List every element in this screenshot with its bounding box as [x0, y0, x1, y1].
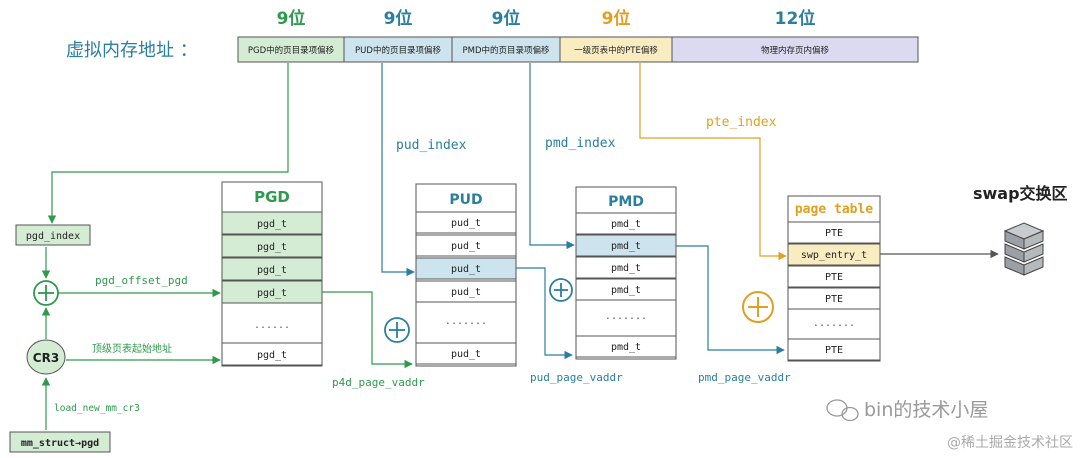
pud-row-0-text: pud_t	[451, 218, 481, 229]
pt-row-0	[787, 221, 881, 244]
pgd-row-1	[221, 234, 323, 258]
pud-row-0	[415, 211, 517, 234]
pt-row-4-text: .......	[813, 318, 855, 329]
mm-struct-label: mm_struct→pgd	[21, 438, 99, 449]
pud-row-5-text: pud_t	[451, 349, 481, 360]
pt-row-2	[787, 265, 881, 288]
pmd-row-5-text: pmd_t	[611, 342, 641, 353]
pgd-row-1-text: pgd_t	[257, 242, 287, 253]
pud-row-4-text: .......	[445, 316, 487, 327]
load-new-mm-cr3-label: load_new_mm_cr3	[54, 403, 140, 414]
cr3-label: CR3	[33, 351, 59, 365]
pgd-row-0-text: pgd_t	[257, 219, 287, 230]
watermark-top: bin的技术小屋	[864, 399, 988, 421]
pt-row-5-text: PTE	[825, 345, 843, 356]
pmd-row-4-text: .......	[605, 311, 647, 322]
arrow-pte-index	[639, 63, 787, 261]
pud-row-1	[415, 234, 517, 257]
pgd-title: PGD	[254, 188, 290, 206]
va-field-pgd-text: PGD中的页目录项偏移	[248, 45, 335, 56]
pt-row-1-text: swp_entry_t	[801, 250, 867, 261]
pmd-row-3-text: pmd_t	[611, 285, 641, 296]
pgd-index-box	[15, 224, 91, 246]
cr3-desc-label: 顶级页表起始地址	[92, 342, 172, 355]
pgd-row-0	[221, 211, 323, 235]
pte-index-label: pte_index	[706, 115, 777, 130]
va-field-pte-bits: 9位	[602, 8, 631, 29]
plus-operator-pte	[742, 291, 774, 323]
plus-operator-pud	[384, 317, 410, 343]
va-field-offset-bits: 12位	[775, 8, 816, 29]
pud-page-vaddr-label: pud_page_vaddr	[530, 371, 623, 384]
plus-operator-pmd	[549, 278, 573, 302]
page-table-title: page table	[795, 202, 873, 217]
va-field-offset-text: 物理内存页内偏移	[761, 45, 830, 56]
va-field-pmd	[451, 36, 561, 63]
swap-label: swap交换区	[973, 184, 1068, 203]
va-field-pte-text: 一级页表中的PTE偏移	[574, 45, 658, 56]
va-field-pmd-text: PMD中的页目录项偏移	[462, 45, 550, 56]
pmd-row-0	[575, 212, 677, 235]
server-stack-icon	[1003, 222, 1045, 276]
pgd-offset-pgd-label: pgd_offset_pgd	[95, 274, 188, 287]
arrow-pgd-to-pud-base	[322, 291, 413, 369]
pgd-row-5	[221, 342, 323, 366]
arrow-va-to-pgd-index	[47, 63, 289, 224]
pt-row-3	[787, 287, 881, 310]
va-field-pud	[343, 36, 453, 63]
va-field-offset	[671, 36, 919, 63]
pt-row-3-text: PTE	[825, 294, 843, 305]
pgd-row-5-text: pgd_t	[257, 350, 287, 361]
pgd-row-3-text: pgd_t	[257, 288, 287, 299]
pud-row-3	[415, 280, 517, 303]
pt-row-2-text: PTE	[825, 272, 843, 283]
wechat-icon	[826, 399, 859, 422]
va-field-pgd	[237, 36, 345, 63]
pmd-row-5	[575, 335, 677, 358]
pmd-row-2	[575, 256, 677, 279]
pmd-title: PMD	[608, 194, 644, 210]
cr3-register	[26, 339, 66, 375]
p4d-page-vaddr-label: p4d_page_vaddr	[332, 376, 425, 389]
arrow-pmd-index	[529, 63, 575, 250]
va-field-pud-text: PUD中的页目录项偏移	[355, 45, 441, 56]
pud-index-label: pud_index	[396, 138, 467, 153]
pmd-index-label: pmd_index	[545, 136, 616, 151]
pud-row-3-text: pud_t	[451, 287, 481, 298]
pmd-row-2-text: pmd_t	[611, 263, 641, 274]
pud-row-5	[415, 342, 517, 365]
arrow-pud-index	[381, 63, 415, 277]
arrow-pmd-to-pt-base	[676, 245, 785, 355]
pgd-index-label: pgd_index	[26, 231, 80, 242]
mm-struct-box	[9, 431, 111, 453]
pgd-row-4-text: ......	[254, 320, 290, 331]
pt-row-0-text: PTE	[825, 228, 843, 239]
pmd-page-vaddr-label: pmd_page_vaddr	[698, 371, 791, 384]
va-field-pgd-bits: 9位	[277, 8, 306, 29]
pud-row-1-text: pud_t	[451, 241, 481, 252]
pt-row-5	[787, 338, 881, 361]
pud-title: PUD	[449, 192, 482, 208]
virtual-address-label: 虚拟内存地址 ：	[66, 40, 198, 61]
watermark-bottom: @稀土掘金技术社区	[947, 435, 1073, 451]
pmd-row-0-text: pmd_t	[611, 219, 641, 230]
pgd-row-2	[221, 257, 323, 281]
arrow-pud-to-pmd-base	[516, 267, 573, 360]
pmd-row-3	[575, 278, 677, 301]
pud-row-2-text: pud_t	[451, 264, 481, 275]
pgd-row-2-text: pgd_t	[257, 265, 287, 276]
va-field-pmd-bits: 9位	[492, 8, 521, 29]
va-field-pud-bits: 9位	[384, 8, 413, 29]
pmd-row-1-text: pmd_t	[611, 241, 641, 252]
